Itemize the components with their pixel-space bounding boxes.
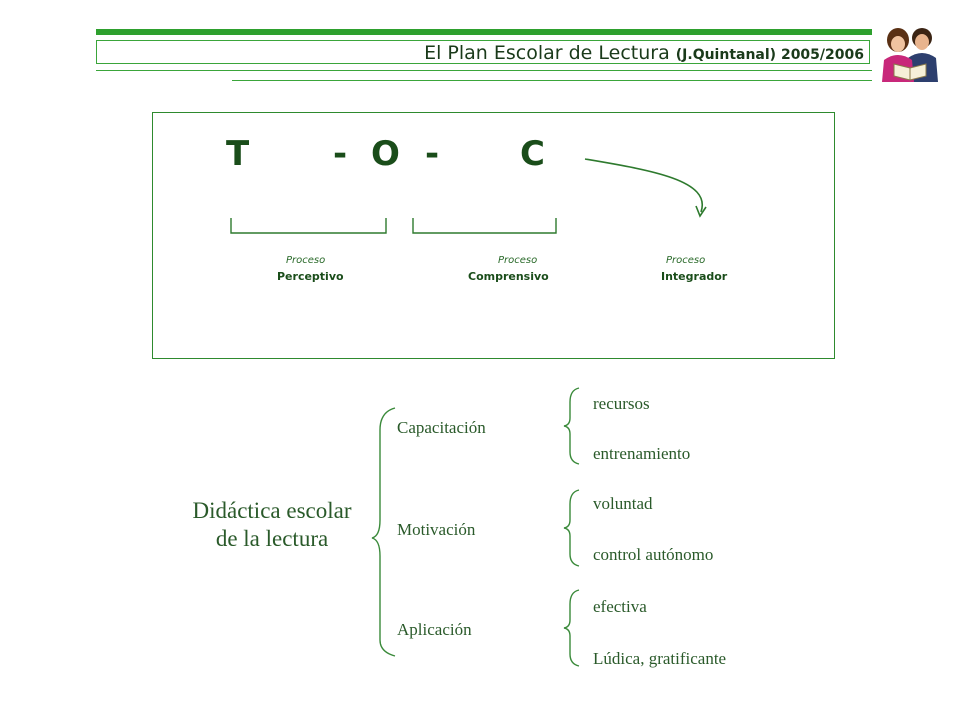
header-divider — [96, 70, 872, 71]
integrador-arrow — [584, 158, 704, 213]
header-frame — [96, 40, 870, 64]
root-line-1: Didáctica escolar — [192, 498, 352, 523]
brace-aplicacion — [563, 589, 580, 667]
leaf-entrenamiento: entrenamiento — [593, 444, 691, 463]
branch-motivacion: Motivación — [397, 520, 476, 539]
toc-letter-c: C — [520, 134, 545, 174]
bracket-comprensivo — [412, 218, 557, 234]
header-top-bar — [96, 29, 872, 35]
brace-main — [371, 407, 396, 657]
leaf-efectiva: efectiva — [593, 597, 647, 616]
leaf-ludica-gratificante: Lúdica, gratificante — [593, 649, 727, 668]
toc-diagram-frame — [152, 112, 835, 359]
integrador-arrowhead — [695, 205, 707, 218]
root-line-2: de la lectura — [215, 526, 329, 551]
didactica-root-label: Didáctica escolar de la lectura — [172, 497, 372, 553]
toc-letter-o: O — [371, 134, 400, 174]
process-integrador-name: Integrador — [661, 270, 728, 283]
brace-motivacion — [563, 489, 580, 567]
process-comprensivo-kind: Proceso — [498, 255, 538, 266]
leaf-control-autonomo: control autónomo — [593, 545, 714, 564]
page-subtitle: (J.Quintanal) 2005/2006 — [675, 47, 864, 63]
leaf-voluntad: voluntad — [593, 494, 653, 513]
process-perceptivo-name: Perceptivo — [277, 270, 344, 283]
toc-letter-t: T — [226, 134, 250, 174]
brace-capacitacion — [563, 387, 580, 465]
page-title-text: El Plan Escolar de Lectura — [424, 42, 670, 64]
children-reading-icon — [882, 28, 938, 82]
process-comprensivo-name: Comprensivo — [468, 270, 549, 283]
toc-separator-2: - — [425, 134, 440, 174]
branch-capacitacion: Capacitación — [397, 418, 486, 437]
page-title: El Plan Escolar de Lectura (J.Quintanal)… — [424, 42, 864, 66]
header-divider-short — [232, 80, 872, 81]
leaf-recursos: recursos — [593, 394, 650, 413]
toc-separator-1: - — [333, 134, 348, 174]
process-perceptivo-kind: Proceso — [286, 255, 326, 266]
process-integrador-kind: Proceso — [666, 255, 706, 266]
branch-aplicacion: Aplicación — [397, 620, 472, 639]
bracket-perceptivo — [230, 218, 387, 234]
